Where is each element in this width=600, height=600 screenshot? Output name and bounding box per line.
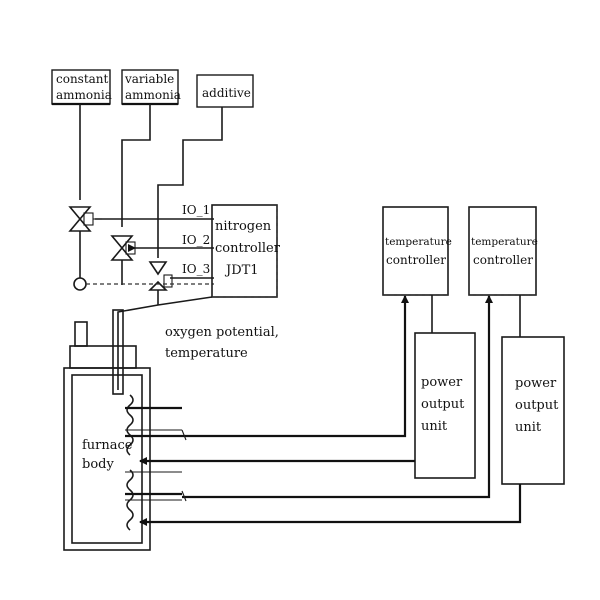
power-unit-2-label-3: unit — [515, 420, 542, 435]
constant-ammonia-label-2: ammonia — [56, 88, 112, 102]
thermocouple-line-1 — [182, 295, 409, 438]
variable-ammonia-source: variable ammonia — [121, 69, 181, 106]
variable-ammonia-label-1: variable — [124, 72, 174, 86]
sensor-line — [117, 296, 213, 390]
io1-label: IO_1 — [182, 203, 210, 217]
constant-ammonia-label-1: constant — [56, 72, 109, 86]
additive-source: additive — [196, 74, 254, 108]
variable-ammonia-label-2: ammonia — [125, 88, 181, 102]
power-output-unit-1: power output unit — [414, 332, 476, 479]
power-unit-2-label-1: power — [515, 376, 557, 391]
furnace-label-2: body — [82, 457, 114, 472]
temp-controller-1-label-1: temperature — [385, 236, 452, 248]
valve-3 — [148, 261, 173, 291]
nitrogen-controller: nitrogen controller JDT1 — [211, 204, 281, 298]
additive-label: additive — [202, 86, 251, 100]
constant-ammonia-source: constant ammonia — [51, 69, 112, 106]
thermocouple-line-2 — [182, 295, 493, 499]
nitrogen-controller-label-3: JDT1 — [224, 263, 259, 278]
nitrogen-controller-label-1: nitrogen — [215, 219, 272, 234]
temperature-controller-2: temperature controller — [468, 206, 538, 296]
power-unit-1-label-1: power — [421, 375, 463, 390]
heating-coil-1 — [126, 394, 134, 456]
temp-controller-2-label-1: temperature — [471, 236, 538, 248]
valve-2 — [110, 235, 136, 261]
sensor-label-2: temperature — [165, 346, 248, 361]
power-feed-line-2 — [139, 484, 522, 526]
temp-controller-2-label-2: controller — [473, 253, 533, 267]
io2-label: IO_2 — [182, 233, 210, 247]
temperature-controller-1: temperature controller — [382, 206, 452, 296]
furnace-label-1: furnace — [82, 438, 133, 453]
temp-controller-1-label-2: controller — [386, 253, 446, 267]
additive-line — [157, 107, 223, 258]
sensor-label-1: oxygen potential, — [165, 325, 279, 340]
io3-label: IO_3 — [182, 262, 210, 276]
power-output-unit-2: power output unit — [501, 336, 565, 485]
power-unit-1-label-2: output — [421, 397, 465, 412]
power-unit-2-label-2: output — [515, 398, 559, 413]
nitrogen-controller-label-2: controller — [215, 241, 281, 256]
variable-ammonia-line — [121, 104, 151, 227]
power-unit-1-label-3: unit — [421, 419, 448, 434]
